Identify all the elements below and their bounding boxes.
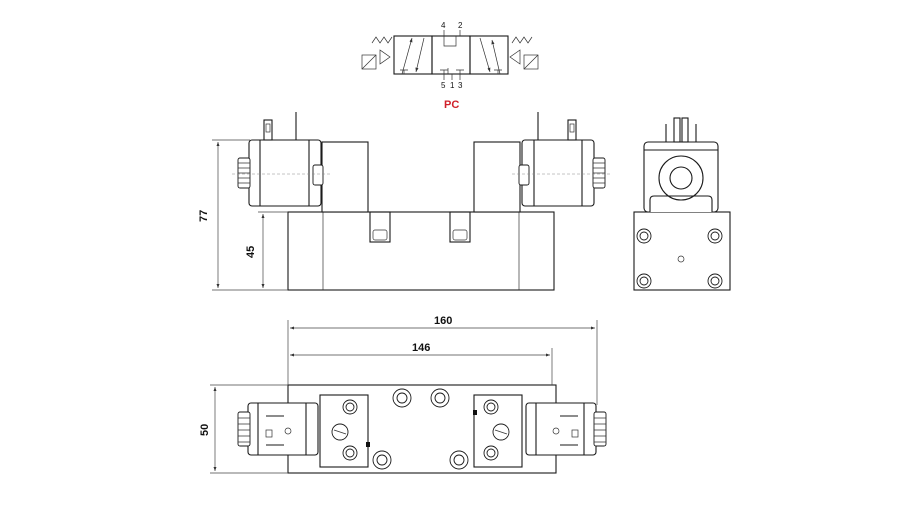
port-b (449, 211, 471, 243)
port-label-3: 3 (458, 81, 463, 90)
pneumatic-symbol: 4 2 5 1 3 PC (361, 21, 539, 111)
right-coil-terminal-icon (567, 119, 577, 141)
valve-body (287, 211, 555, 291)
dimension-body-length: 146 (412, 342, 430, 354)
right-solenoid-icon (523, 54, 539, 70)
dimension-body-height: 45 (245, 246, 257, 258)
side-view (633, 117, 731, 291)
port-label-5: 5 (441, 81, 446, 90)
symbol-label: PC (444, 99, 459, 111)
left-spring-icon (371, 36, 393, 44)
dimension-width: 50 (199, 424, 211, 436)
top-screw-icon (331, 399, 510, 461)
dimension-overall-length: 160 (434, 315, 452, 327)
dimension-overall-height: 77 (198, 210, 210, 222)
port-a (369, 211, 391, 243)
left-pilot-housing (321, 141, 369, 213)
top-view: 160 146 50 (199, 315, 607, 474)
port-label-2: 2 (458, 21, 463, 30)
coil-face-icon (658, 155, 704, 201)
side-screw-icon (636, 228, 723, 289)
top-port-icon (372, 388, 469, 470)
right-spring-icon (511, 36, 533, 44)
front-view: 77 45 (198, 112, 610, 291)
right-pilot-housing (473, 141, 521, 213)
port-label-4: 4 (441, 21, 446, 30)
left-solenoid-icon (361, 54, 377, 70)
left-coil-terminal-icon (263, 119, 273, 141)
port-label-1: 1 (450, 81, 455, 90)
right-coil (521, 139, 595, 207)
